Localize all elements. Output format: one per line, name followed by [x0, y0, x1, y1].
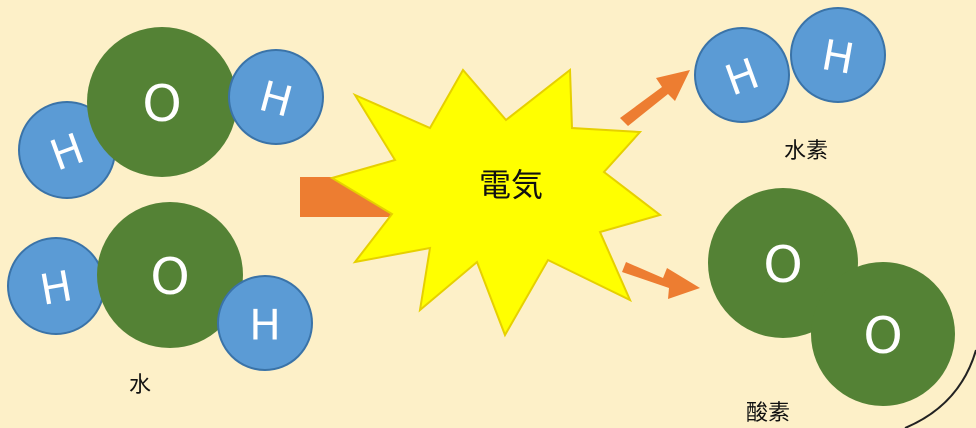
oxygen-symbol: O	[863, 307, 902, 365]
oxygen-label: 酸素	[746, 401, 790, 426]
water-molecule-2: H O H	[7, 202, 313, 371]
oxygen-symbol: O	[763, 236, 802, 294]
hydrogen-atom	[694, 27, 790, 123]
oxygen-atom	[87, 27, 237, 177]
oxygen-atom	[811, 262, 955, 406]
water-label: 水	[129, 373, 151, 398]
hydrogen-symbol: H	[249, 301, 281, 350]
arrow-to-hydrogen	[620, 70, 690, 126]
oxygen-symbol: O	[142, 75, 181, 133]
hydrogen-atom	[228, 49, 324, 145]
page-corner-curve	[904, 349, 976, 428]
electricity-burst	[329, 68, 663, 338]
hydrogen-atom	[790, 7, 886, 103]
water-molecule-1: H O H	[18, 27, 324, 199]
hydrogen-label: 水素	[784, 139, 828, 164]
electricity-label: 電気	[479, 166, 543, 204]
oxygen-atom	[97, 202, 243, 348]
hydrogen-atom	[217, 275, 313, 371]
hydrogen-molecule: H H	[694, 7, 886, 123]
oxygen-symbol: O	[150, 248, 189, 306]
arrow-to-oxygen	[622, 262, 700, 299]
oxygen-molecule: O O	[708, 188, 955, 406]
